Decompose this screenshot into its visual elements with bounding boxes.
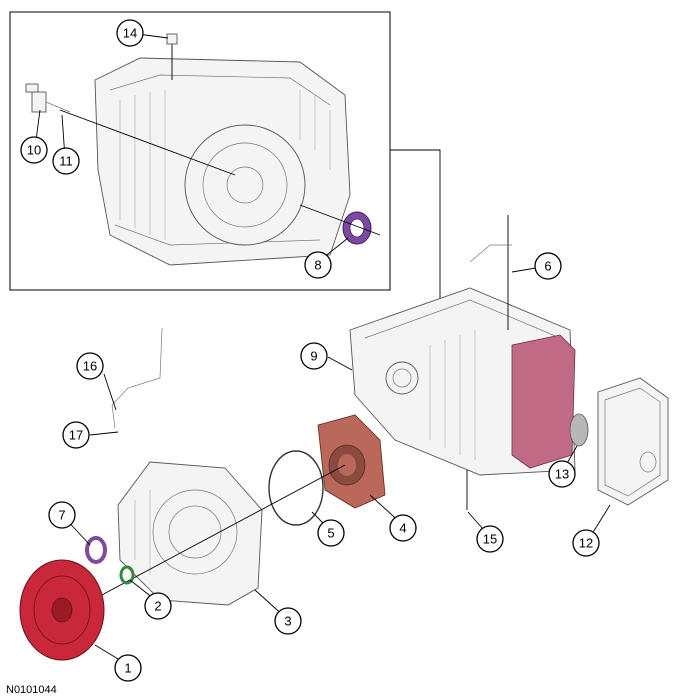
converter-housing bbox=[117, 461, 263, 606]
valve-body bbox=[511, 334, 576, 469]
callout-12: 12 bbox=[572, 529, 600, 557]
callout-9: 9 bbox=[300, 342, 328, 370]
seal-13 bbox=[569, 413, 589, 447]
inset-transaxle bbox=[25, 33, 381, 266]
callout-5: 5 bbox=[317, 519, 345, 547]
svg-text:16: 16 bbox=[83, 359, 97, 374]
svg-text:14: 14 bbox=[123, 26, 137, 41]
svg-text:7: 7 bbox=[58, 508, 65, 523]
callout-17: 17 bbox=[62, 421, 90, 449]
callout-13: 13 bbox=[548, 460, 576, 488]
figure-id: N0101044 bbox=[6, 684, 57, 696]
svg-text:15: 15 bbox=[483, 532, 497, 547]
o-ring-5 bbox=[268, 450, 324, 526]
svg-text:4: 4 bbox=[399, 521, 406, 536]
o-ring-2 bbox=[119, 565, 135, 585]
callout-2: 2 bbox=[144, 592, 172, 620]
callout-4: 4 bbox=[389, 514, 417, 542]
oil-pan bbox=[597, 377, 669, 506]
callout-16: 16 bbox=[76, 352, 104, 380]
svg-text:13: 13 bbox=[555, 467, 569, 482]
callout-1: 1 bbox=[114, 654, 142, 682]
seal-7 bbox=[85, 536, 107, 564]
inset-frame bbox=[9, 11, 391, 291]
callout-8: 8 bbox=[304, 251, 332, 279]
pump bbox=[317, 414, 386, 509]
callout-14: 14 bbox=[116, 19, 144, 47]
torque-converter bbox=[19, 559, 105, 661]
oil-line bbox=[111, 327, 163, 429]
svg-text:11: 11 bbox=[59, 154, 73, 169]
svg-text:12: 12 bbox=[579, 536, 593, 551]
callout-6: 6 bbox=[534, 252, 562, 280]
svg-text:8: 8 bbox=[314, 258, 321, 273]
callout-10: 10 bbox=[20, 136, 48, 164]
svg-text:6: 6 bbox=[544, 259, 551, 274]
svg-text:9: 9 bbox=[310, 349, 317, 364]
callout-11: 11 bbox=[52, 147, 80, 175]
svg-text:2: 2 bbox=[154, 599, 161, 614]
callout-3: 3 bbox=[274, 607, 302, 635]
svg-text:10: 10 bbox=[27, 143, 41, 158]
callout-15: 15 bbox=[476, 525, 504, 553]
callout-7: 7 bbox=[48, 501, 76, 529]
svg-text:1: 1 bbox=[124, 661, 131, 676]
svg-text:3: 3 bbox=[284, 614, 291, 629]
svg-text:5: 5 bbox=[327, 526, 334, 541]
svg-text:17: 17 bbox=[69, 428, 83, 443]
inset-connector bbox=[390, 149, 441, 320]
